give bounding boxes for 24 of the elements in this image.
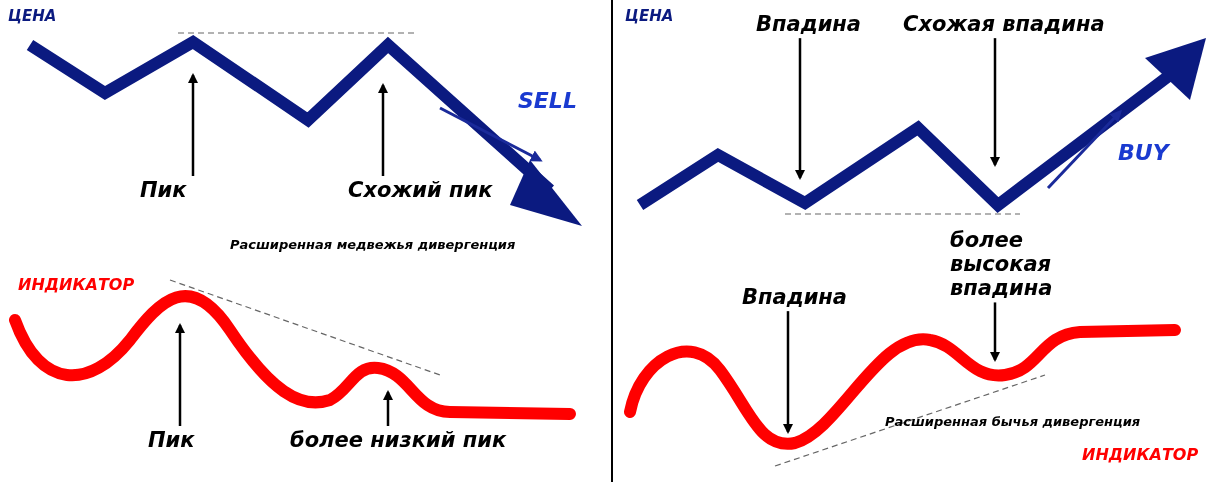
annotation-text: Впадина — [756, 12, 862, 37]
annotation-text: Схожий пик — [348, 178, 493, 203]
leader-arrow — [990, 38, 1000, 167]
leader-arrow — [795, 38, 805, 180]
annotation-text: более низкий пик — [290, 428, 507, 453]
annotation-text: Пик — [140, 178, 187, 203]
annotation-text: Впадина — [742, 285, 848, 310]
caption-text: Расширенная медвежья дивергенция — [230, 238, 516, 253]
axis-label: ИНДИКАТОР — [18, 276, 135, 295]
leader-arrow — [378, 83, 388, 176]
annotation-text: Схожая впадина — [903, 12, 1105, 37]
leader-arrow — [990, 302, 1000, 362]
annotation-text: более высокая впадина — [950, 228, 1100, 301]
annotation-text: Пик — [148, 428, 195, 453]
signal-label: SELL — [518, 88, 577, 114]
axis-label: ИНДИКАТОР — [1082, 446, 1199, 465]
leader-arrow — [783, 311, 793, 434]
axis-label: ЦЕНА — [625, 8, 674, 26]
axis-label: ЦЕНА — [8, 8, 57, 26]
leader-arrow — [188, 73, 198, 176]
signal-label: BUY — [1118, 140, 1169, 166]
leader-arrow — [383, 390, 393, 426]
caption-text: Расширенная бычья дивергенция — [885, 415, 1141, 430]
leader-arrow — [175, 323, 185, 426]
